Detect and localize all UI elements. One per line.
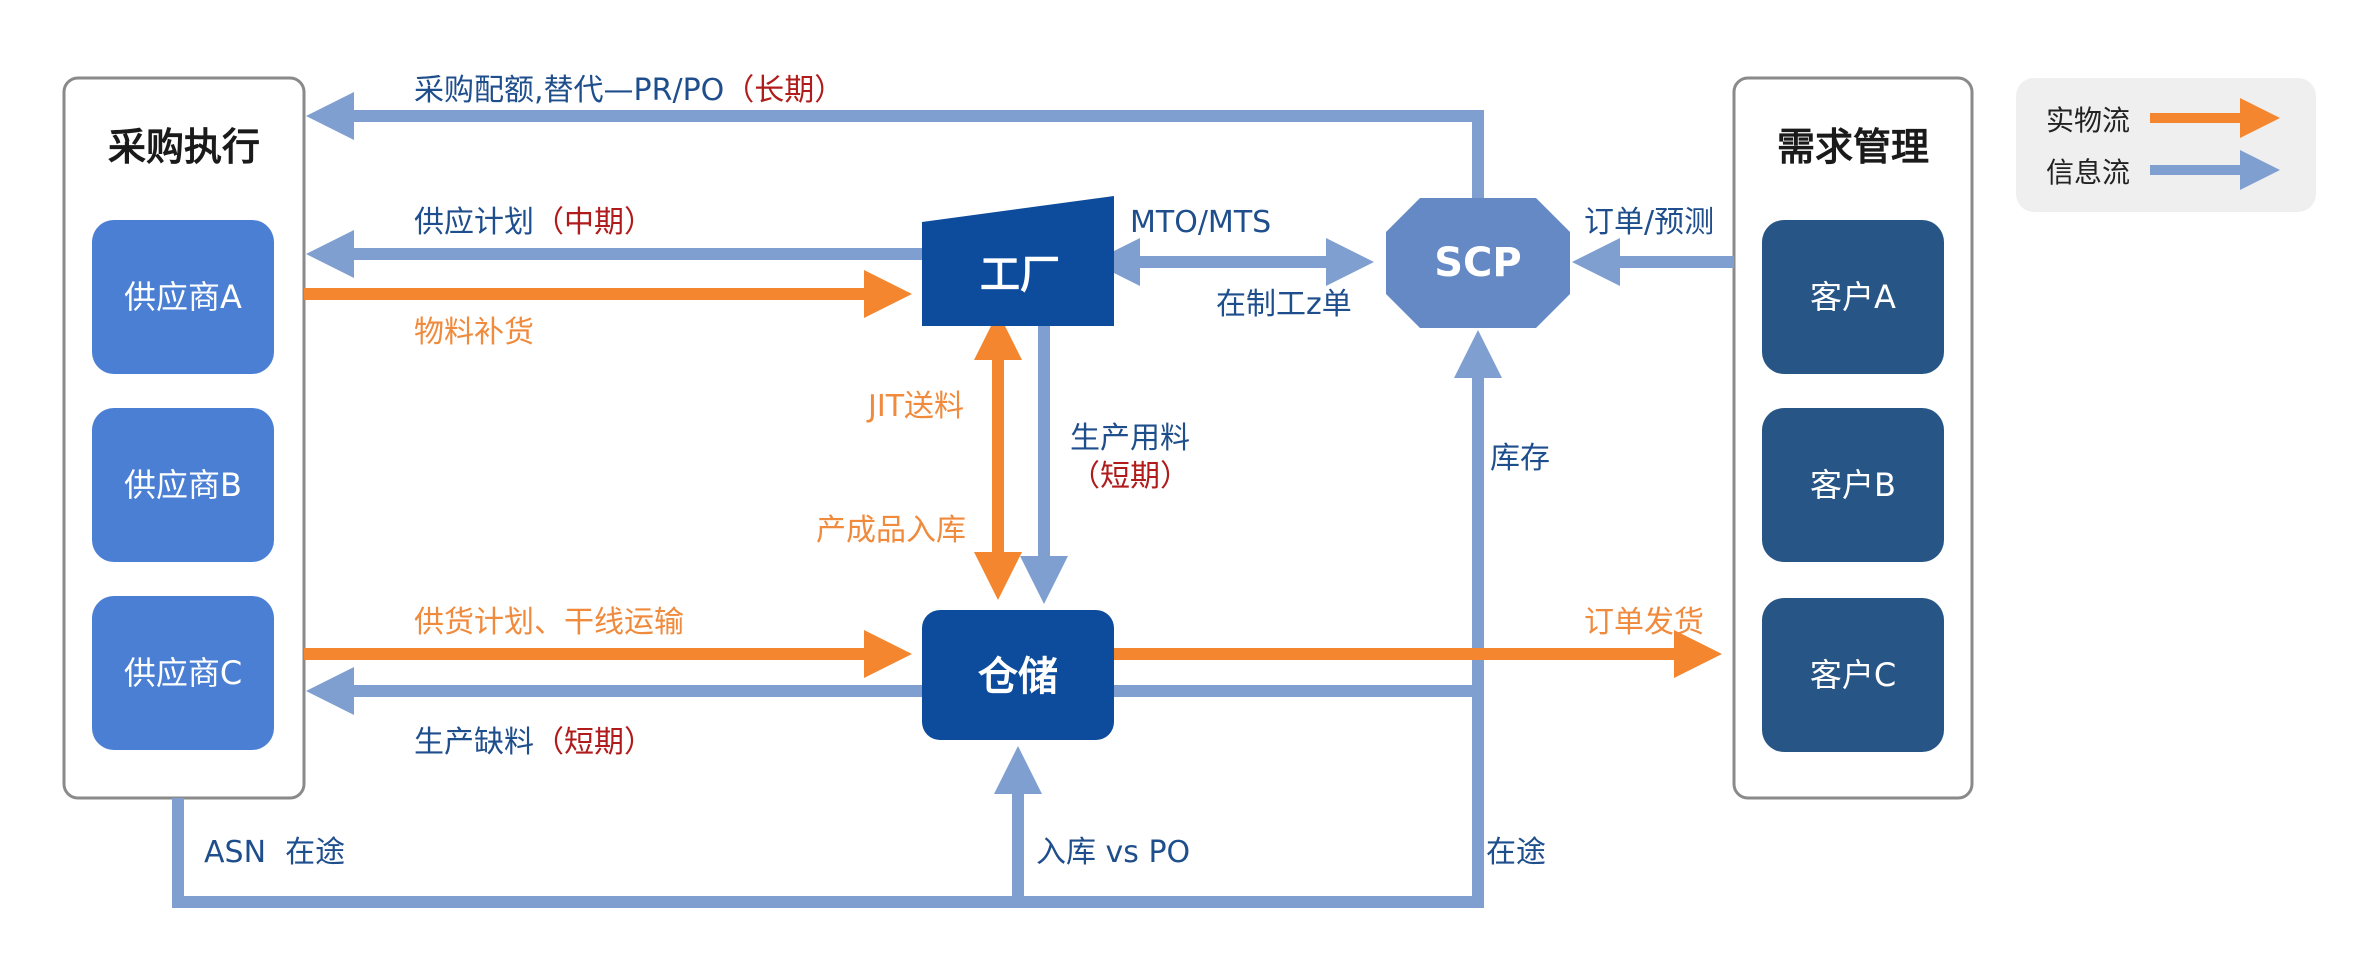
supplier-b-box — [92, 408, 274, 562]
order-forecast-label: 订单/预测 — [1584, 205, 1714, 240]
flow-bottom-loop — [172, 691, 1484, 908]
jit-label: JIT送料 — [866, 389, 964, 424]
warehouse-node — [922, 610, 1114, 740]
customer-a-box — [1762, 220, 1944, 374]
quota-label-term: （长期） — [724, 73, 844, 108]
quota-label-main: 采购配额,替代—PR/PO — [414, 73, 724, 108]
supplier-b-label: 供应商B — [124, 466, 242, 504]
inbound-po-label: 入库 vs PO — [1036, 835, 1190, 870]
supply-plan-label-main: 供应计划 — [414, 205, 534, 240]
supply-transport-label: 供货计划、干线运输 — [414, 605, 684, 640]
quota-label: 采购配额,替代—PR/PO（长期） — [414, 73, 844, 108]
supplier-a-box — [92, 220, 274, 374]
customer-c-label: 客户C — [1810, 656, 1896, 694]
customer-b-label: 客户B — [1810, 466, 1896, 504]
supplier-c-label: 供应商C — [124, 654, 242, 692]
customer-b-box — [1762, 408, 1944, 562]
customer-c-box — [1762, 598, 1944, 752]
procurement-title: 采购执行 — [108, 125, 260, 169]
mto-mts-label: MTO/MTS — [1130, 205, 1271, 240]
supplier-c-box — [92, 596, 274, 750]
shortage-label-main: 生产缺料 — [414, 725, 534, 760]
supply-plan-label-term: （中期） — [534, 205, 654, 240]
production-material-label: 生产用料 — [1070, 421, 1190, 456]
shortage-label-term: （短期） — [534, 725, 654, 760]
supply-plan-label: 供应计划（中期） — [414, 205, 654, 240]
flow-inventory — [1114, 330, 1502, 697]
warehouse-label: 仓储 — [978, 654, 1058, 700]
scp-node — [1386, 198, 1570, 328]
legend-info-label: 信息流 — [2046, 156, 2130, 189]
inventory-label: 库存 — [1490, 441, 1550, 476]
finished-goods-label: 产成品入库 — [816, 513, 966, 548]
wip-label: 在制工z单 — [1216, 287, 1352, 322]
in-transit-label: 在途 — [1486, 835, 1546, 870]
factory-node — [922, 196, 1114, 326]
legend-physical-label: 实物流 — [2046, 104, 2130, 137]
production-material-term: （短期） — [1070, 459, 1190, 494]
asn-label: ASN 在途 — [204, 835, 345, 870]
scp-label: SCP — [1434, 240, 1521, 286]
demand-title: 需求管理 — [1777, 125, 1929, 169]
supplier-a-label: 供应商A — [124, 278, 242, 316]
order-shipping-label: 订单发货 — [1584, 605, 1704, 640]
flow-quota-pr-po — [306, 92, 1484, 198]
legend-box — [2016, 78, 2316, 212]
customer-a-label: 客户A — [1810, 278, 1896, 316]
factory-label: 工厂 — [980, 252, 1060, 298]
shortage-label: 生产缺料（短期） — [414, 725, 654, 760]
material-replenish-label: 物料补货 — [414, 315, 534, 350]
